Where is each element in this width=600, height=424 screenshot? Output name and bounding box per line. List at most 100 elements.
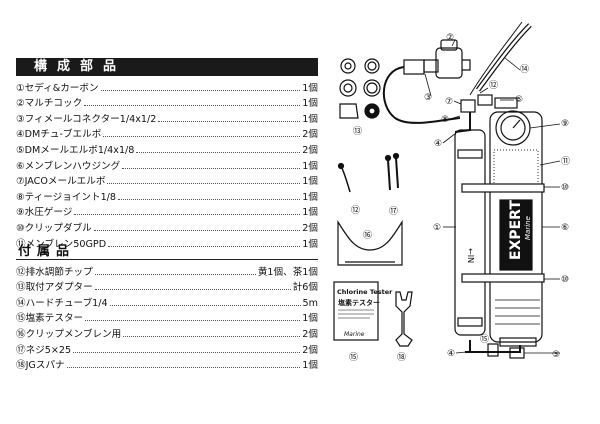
callout-number: ⑫ (489, 80, 498, 91)
item-quantity: 1個 (302, 191, 318, 203)
item-quantity: 2個 (302, 144, 318, 156)
item-quantity: 2個 (302, 328, 318, 340)
parts-section-title: 構成部品 (16, 58, 318, 76)
callout-number: ② (446, 33, 454, 43)
leader-dots (100, 89, 301, 91)
leader-dots (93, 229, 301, 231)
callout-number: ④ (434, 139, 442, 149)
leader-dots (94, 273, 256, 275)
double-clip-bottom (461, 273, 545, 283)
membrane-clip (337, 219, 403, 266)
leader-dots (122, 167, 301, 169)
leader-dots (107, 183, 301, 185)
item-label: ⑮塩素テスター (16, 313, 84, 325)
list-item: ⑫排水調節チップ 黄1個、茶1個 (16, 263, 318, 279)
female-connector (403, 59, 425, 75)
item-label: ⑫排水調節チップ (16, 266, 93, 278)
item-quantity: 2個 (302, 129, 318, 141)
item-label: ②マルチコック (16, 98, 83, 110)
item-label: ⑦JACOメールエルボ (16, 176, 106, 188)
callout-number: ⑤ (552, 350, 560, 360)
screw-a (387, 159, 391, 191)
pressure-gauge (495, 110, 531, 146)
tester-title: Chlorine Tester (337, 288, 393, 296)
leader-dots (74, 214, 301, 216)
item-quantity: 2個 (302, 344, 318, 356)
tester-brand: Marine (344, 331, 365, 338)
item-label: ⑩クリップダブル (16, 222, 92, 234)
callout-number: ⑰ (389, 206, 398, 217)
item-quantity: 1個 (302, 82, 318, 94)
item-label: ⑪メンブレン50GPD (16, 238, 107, 250)
callout-number: ⑮ (480, 334, 489, 345)
leader-dots (66, 367, 301, 369)
callout-number: ④ (447, 349, 455, 359)
list-item: ⑤DMメールエルボ1/4x1/8 2個 (16, 141, 318, 157)
sediment-carbon-cartridge (454, 129, 486, 336)
list-item: ③フィメールコネクター1/4x1/2 1個 (16, 110, 318, 126)
item-quantity: 5m (302, 297, 318, 309)
adapter-set (339, 58, 381, 119)
list-item: ⑪メンブレン50GPD 1個 (16, 235, 318, 251)
tee-joint (460, 99, 476, 113)
item-label: ⑬取付アダプター (16, 282, 93, 294)
list-item: ⑭ハードチューブ1/4 5m (16, 294, 318, 310)
double-clip-top (461, 183, 545, 193)
item-quantity: 黄1個、茶1個 (257, 266, 318, 278)
list-item: ⑩クリップダブル 2個 (16, 219, 318, 235)
chlorine-tester-box (333, 281, 379, 341)
leader-dots (158, 120, 301, 122)
item-label: ①セディ&カーボン (16, 82, 99, 94)
callout-number: ⑤ (515, 95, 523, 105)
leader-dots (94, 289, 291, 291)
leader-dots (85, 320, 301, 322)
item-label: ⑤DMメールエルボ1/4x1/8 (16, 144, 135, 156)
item-label: ⑰ネジ5×25 (16, 344, 72, 356)
item-quantity: 1個 (302, 176, 318, 188)
membrane-label (499, 199, 533, 271)
callout-number: ⑪ (561, 156, 570, 167)
callout-number: ⑧ (441, 115, 449, 125)
callout-number: ⑥ (561, 223, 569, 233)
jg-spanner (395, 291, 413, 347)
item-quantity: 1個 (302, 238, 318, 250)
item-label: ④DMチュ-ブエルボ (16, 129, 102, 141)
item-quantity: 1個 (302, 360, 318, 372)
list-item: ⑰ネジ5×25 2個 (16, 341, 318, 357)
leader-dots (103, 136, 301, 138)
callout-number: ① (433, 223, 441, 233)
callout-number: ⑨ (561, 119, 569, 129)
callout-number: ⑯ (363, 230, 372, 241)
callout-number: ⑭ (520, 64, 529, 75)
accessories-section-title: 付属品 (18, 244, 76, 259)
callout-number: ⑩ (561, 275, 569, 285)
callout-number: ⑦ (445, 97, 453, 107)
tester-jp: 塩素テスター (338, 298, 380, 307)
item-quantity: 2個 (302, 222, 318, 234)
item-quantity: 1個 (302, 160, 318, 172)
leader-dots (118, 198, 301, 200)
list-item: ④DMチュ-ブエルボ 2個 (16, 126, 318, 142)
item-quantity: 計6個 (292, 282, 318, 294)
callout-number: ⑮ (349, 352, 358, 363)
multi-cock-body (435, 47, 463, 79)
leader-dots (109, 304, 301, 306)
item-label: ③フィメールコネクター1/4x1/2 (16, 113, 157, 125)
item-label: ⑭ハードチューブ1/4 (16, 297, 108, 309)
leader-dots (136, 151, 301, 153)
bottom-tube (465, 345, 521, 353)
membrane-brand: EXPERT (508, 200, 524, 260)
leader-dots (84, 105, 301, 107)
leader-dots (73, 351, 301, 353)
item-quantity: 1個 (302, 113, 318, 125)
callout-number: ⑱ (397, 352, 406, 363)
